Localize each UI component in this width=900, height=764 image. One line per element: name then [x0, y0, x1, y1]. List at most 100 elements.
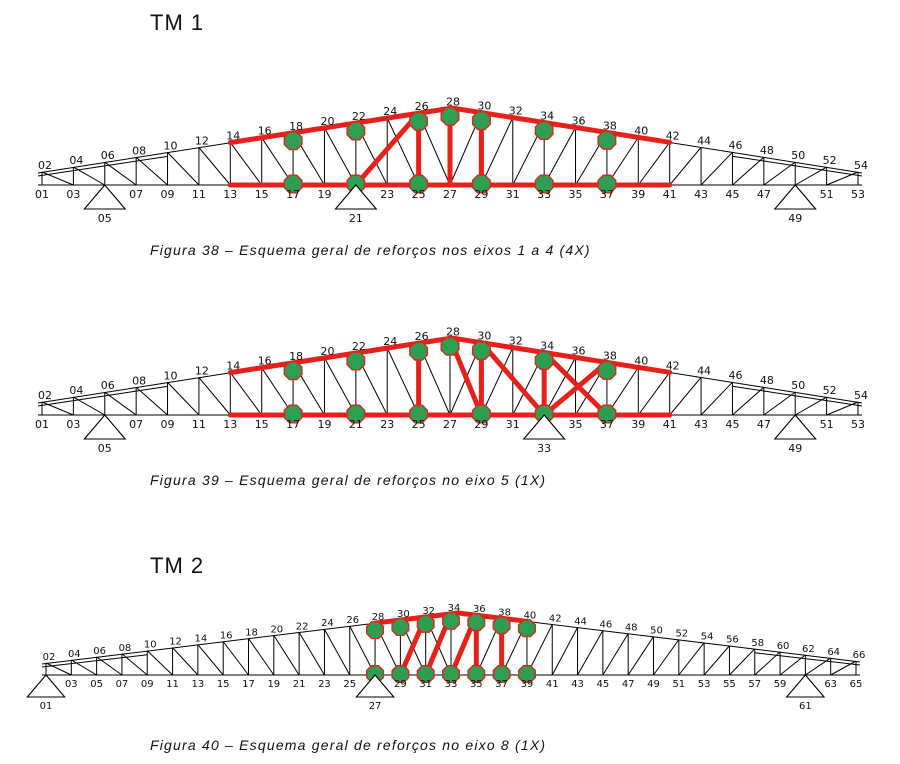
- gusset-plate: [471, 174, 491, 194]
- gusset-plate: [492, 664, 511, 684]
- node-label-bottom: 03: [66, 418, 80, 431]
- gusset-plate: [597, 360, 617, 380]
- node-label-top: 08: [132, 144, 146, 157]
- gusset-plate: [471, 111, 491, 131]
- node-label-bottom: 53: [851, 418, 865, 431]
- node-label-bottom: 39: [631, 188, 645, 201]
- truss-diagonal: [229, 372, 263, 416]
- gusset-plate: [409, 111, 429, 131]
- node-label-top: 22: [296, 621, 309, 632]
- node-label-bottom: 43: [694, 418, 708, 431]
- node-label-bottom: 63: [824, 679, 837, 690]
- truss-diagonal: [273, 635, 300, 676]
- node-label-top: 54: [701, 632, 714, 643]
- node-label-bottom: 29: [394, 679, 407, 690]
- node-label-top: 46: [600, 619, 613, 630]
- node-label-bottom: 09: [161, 188, 175, 201]
- node-label-bottom: 05: [90, 679, 103, 690]
- node-label-top: 34: [448, 603, 461, 614]
- node-label-top: 42: [666, 129, 680, 142]
- node-label-bottom: 53: [698, 679, 711, 690]
- node-label-top: 08: [119, 643, 132, 654]
- node-label-bottom: 13: [223, 418, 237, 431]
- truss-diagonal: [480, 117, 514, 186]
- node-label-top: 28: [446, 95, 460, 108]
- truss-diagonal: [248, 638, 275, 676]
- node-label-bottom: 45: [725, 188, 739, 201]
- node-label-top: 10: [164, 369, 178, 382]
- node-label-bottom: 27: [443, 418, 457, 431]
- eave-line-right: [732, 385, 863, 407]
- node-label-top: 56: [726, 635, 739, 646]
- node-label-bottom: 15: [255, 418, 269, 431]
- node-label-top: 50: [791, 379, 805, 392]
- truss-diagonal: [135, 156, 168, 186]
- node-label-bottom: 35: [470, 679, 483, 690]
- gusset-plate: [597, 404, 617, 424]
- node-label-bottom: 61: [799, 701, 812, 712]
- figure-38-caption: Figura 38 – Esquema geral de reforços no…: [150, 242, 591, 258]
- node-label-top: 16: [258, 125, 272, 138]
- truss-diagonal: [323, 628, 351, 676]
- reinforcement-member: [541, 350, 610, 418]
- truss-diagonal: [45, 662, 72, 676]
- node-label-top: 10: [164, 139, 178, 152]
- node-label-top: 02: [38, 389, 52, 402]
- node-label-top: 64: [827, 647, 840, 658]
- node-label-bottom: 39: [521, 679, 534, 690]
- gusset-plate: [283, 361, 303, 381]
- eave-line-left: [37, 155, 168, 177]
- node-label-top: 16: [258, 355, 272, 368]
- support-triangle: [522, 414, 566, 440]
- node-label-top: 16: [220, 630, 233, 641]
- node-label-top: 36: [572, 114, 586, 127]
- truss-diagonal: [73, 396, 106, 416]
- node-label-bottom: 37: [600, 188, 614, 201]
- node-label-top: 50: [791, 149, 805, 162]
- node-label-top: 22: [352, 340, 366, 353]
- truss-diagonal: [669, 146, 702, 186]
- node-label-bottom: 47: [622, 679, 635, 690]
- node-label-bottom: 29: [474, 188, 488, 201]
- gusset-plate: [416, 664, 435, 684]
- node-label-top: 60: [777, 641, 790, 652]
- node-label-bottom: 43: [571, 679, 584, 690]
- node-label-bottom: 53: [851, 188, 865, 201]
- node-label-bottom: 17: [286, 188, 300, 201]
- node-label-top: 62: [802, 644, 815, 655]
- node-label-top: 44: [697, 134, 711, 147]
- truss-diagonal: [324, 357, 357, 416]
- node-label-top: 30: [477, 330, 491, 343]
- node-label-top: 14: [226, 130, 240, 143]
- node-label-bottom: 05: [98, 442, 112, 455]
- support-triangle: [83, 184, 127, 210]
- node-label-bottom: 19: [317, 418, 331, 431]
- node-label-top: 30: [477, 100, 491, 113]
- truss-diagonal: [121, 653, 148, 676]
- gusset-plate: [283, 174, 303, 194]
- figure-40-caption: Figura 40 – Esquema geral de reforços no…: [150, 737, 547, 753]
- node-label-bottom: 09: [141, 679, 154, 690]
- truss-diagonal: [794, 396, 827, 416]
- truss-diagonal: [167, 382, 200, 416]
- node-label-bottom: 37: [600, 418, 614, 431]
- node-label-bottom: 07: [129, 418, 143, 431]
- node-label-top: 32: [422, 606, 435, 617]
- truss-diagonal: [543, 357, 576, 416]
- node-label-bottom: 05: [98, 212, 112, 225]
- node-label-bottom: 17: [242, 679, 255, 690]
- truss-diagonal: [602, 633, 629, 676]
- truss-diagonal: [551, 627, 579, 676]
- support-triangle: [773, 184, 817, 210]
- node-label-top: 46: [728, 369, 742, 382]
- gusset-plate: [409, 341, 429, 361]
- node-label-bottom: 21: [349, 418, 363, 431]
- node-label-top: 04: [69, 384, 83, 397]
- node-label-top: 38: [603, 119, 617, 132]
- node-label-bottom: 51: [820, 418, 834, 431]
- truss-diagonal: [480, 347, 514, 416]
- node-label-top: 04: [69, 154, 83, 167]
- gusset-plate: [391, 618, 410, 636]
